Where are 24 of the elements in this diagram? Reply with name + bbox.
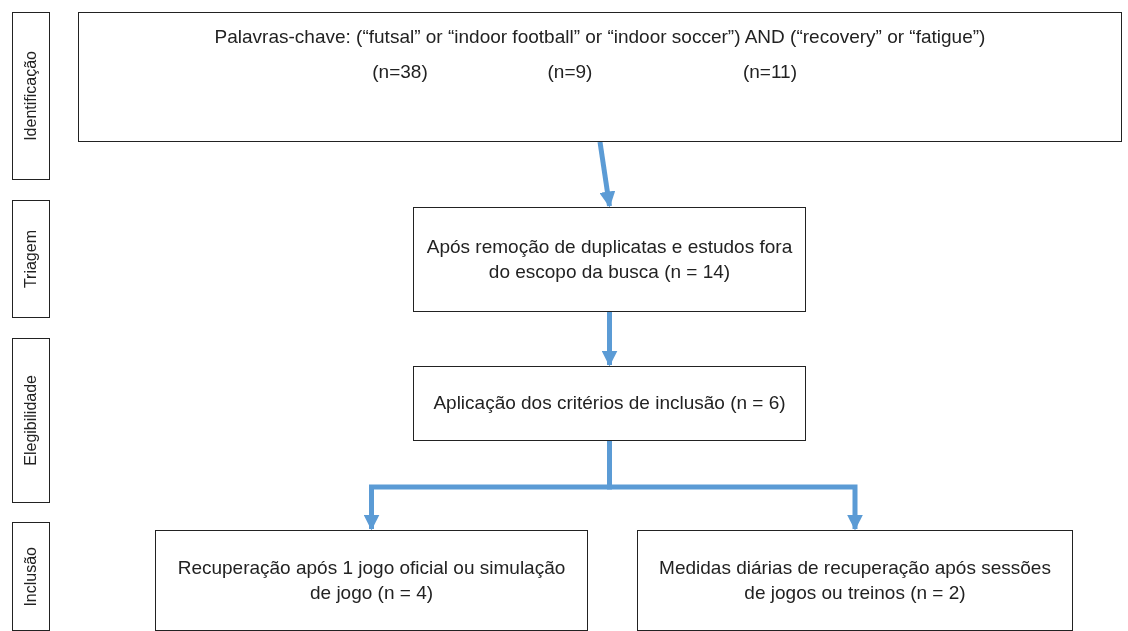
stage-label-box [12, 200, 50, 318]
box-text: Aplicação dos critérios de inclusão (n = 6) [433, 391, 786, 416]
process-box [413, 207, 806, 312]
stage-label: Identificação [20, 51, 40, 141]
search-keywords: Palavras-chave: (“futsal” or “indoor football” or “indoor soccer”) AND (“recovery” or “fatigue”) [214, 25, 986, 49]
process-box [413, 366, 806, 441]
record-count: (n=38) [371, 59, 429, 84]
record-count: (n=11) [741, 59, 798, 84]
arrow [597, 141, 616, 208]
stage-label: Triagem [20, 229, 40, 289]
stage-label: Inclusão [20, 546, 40, 607]
box-text: Recuperação após 1 jogo oficial ou simulação de jogo (n = 4) [176, 555, 567, 605]
process-box [78, 12, 1122, 142]
box-text: Medidas diárias de recuperação após sessões de jogos ou treinos (n = 2) [658, 555, 1052, 605]
stage-label: Elegibilidade [20, 375, 40, 466]
record-count: (n=9) [546, 59, 594, 84]
arrow [601, 312, 618, 367]
stage-label-box [12, 338, 50, 503]
box-text: Após remoção de duplicatas e estudos fora do escopo da busca (n = 14) [425, 234, 794, 284]
arrow [607, 441, 863, 531]
stage-label-box [12, 522, 50, 631]
process-box [155, 530, 588, 631]
process-box [637, 530, 1073, 631]
stage-label-box [12, 12, 50, 180]
